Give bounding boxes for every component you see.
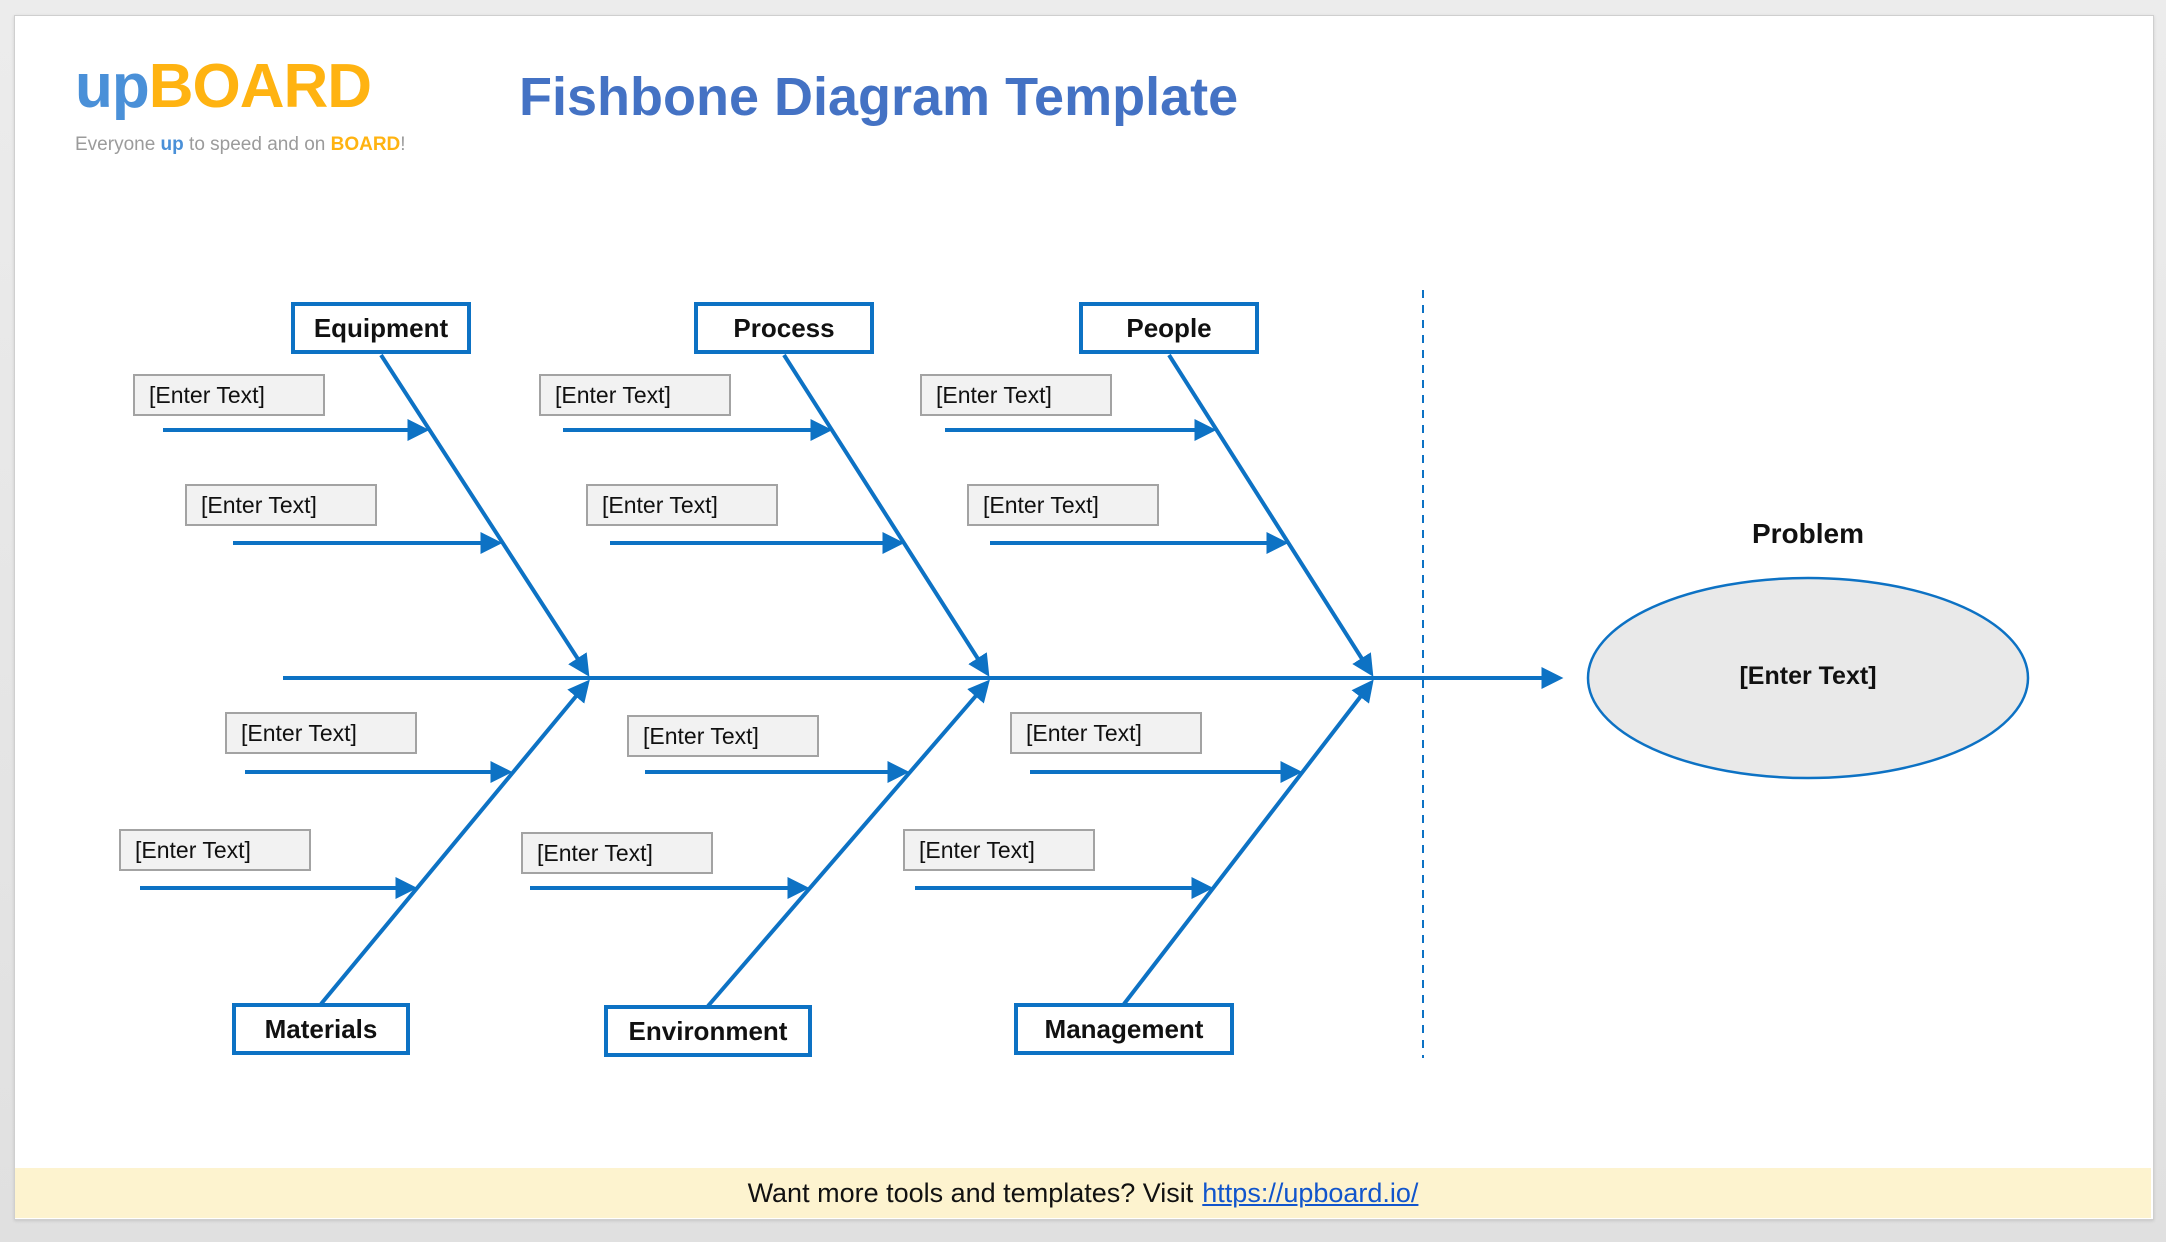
logo-board-text: BOARD (148, 52, 372, 121)
category-box-management[interactable]: Management (1014, 1003, 1234, 1055)
cause-field-materials-1[interactable]: [Enter Text] (225, 712, 417, 754)
branch-line-materials (319, 679, 590, 1006)
cause-field-management-2[interactable]: [Enter Text] (903, 829, 1095, 871)
category-box-equipment[interactable]: Equipment (291, 302, 471, 354)
problem-ellipse (1586, 576, 2030, 780)
cause-field-people-1[interactable]: [Enter Text] (920, 374, 1112, 416)
footer-banner: Want more tools and templates? Visit htt… (15, 1168, 2151, 1218)
cause-field-process-2[interactable]: [Enter Text] (586, 484, 778, 526)
cause-field-people-2[interactable]: [Enter Text] (967, 484, 1159, 526)
cause-field-process-1[interactable]: [Enter Text] (539, 374, 731, 416)
branch-line-people (1167, 353, 1374, 677)
branch-line-environment (706, 679, 990, 1008)
upboard-link[interactable]: https://upboard.io/ (1202, 1177, 1419, 1208)
category-box-process[interactable]: Process (694, 302, 874, 354)
branch-line-equipment (379, 353, 590, 677)
tagline-mid: to speed and on (183, 134, 331, 155)
page-title: Fishbone Diagram Template (519, 67, 1239, 127)
category-box-materials[interactable]: Materials (232, 1003, 410, 1055)
cause-field-management-1[interactable]: [Enter Text] (1010, 712, 1202, 754)
cause-field-materials-2[interactable]: [Enter Text] (119, 829, 311, 871)
cause-field-environment-1[interactable]: [Enter Text] (627, 715, 819, 757)
upboard-logo: upBOARD (75, 56, 372, 118)
problem-label: Problem (1751, 518, 1865, 549)
branch-line-management (1122, 679, 1374, 1006)
branch-line-process (782, 353, 990, 677)
cause-field-equipment-2[interactable]: [Enter Text] (185, 484, 377, 526)
tagline-up: up (160, 134, 184, 155)
logo-up-text: up (75, 52, 150, 121)
cause-field-environment-2[interactable]: [Enter Text] (521, 832, 713, 874)
tagline-suffix: ! (400, 134, 406, 155)
tagline-prefix: Everyone (75, 134, 161, 155)
tagline-board: BOARD (330, 134, 401, 155)
footer-text: Want more tools and templates? Visit (747, 1177, 1194, 1208)
logo-tagline: Everyone up to speed and on BOARD! (75, 134, 406, 156)
category-box-people[interactable]: People (1079, 302, 1259, 354)
category-box-environment[interactable]: Environment (604, 1005, 812, 1057)
problem-field[interactable]: [Enter Text] (1739, 662, 1877, 690)
cause-field-equipment-1[interactable]: [Enter Text] (133, 374, 325, 416)
